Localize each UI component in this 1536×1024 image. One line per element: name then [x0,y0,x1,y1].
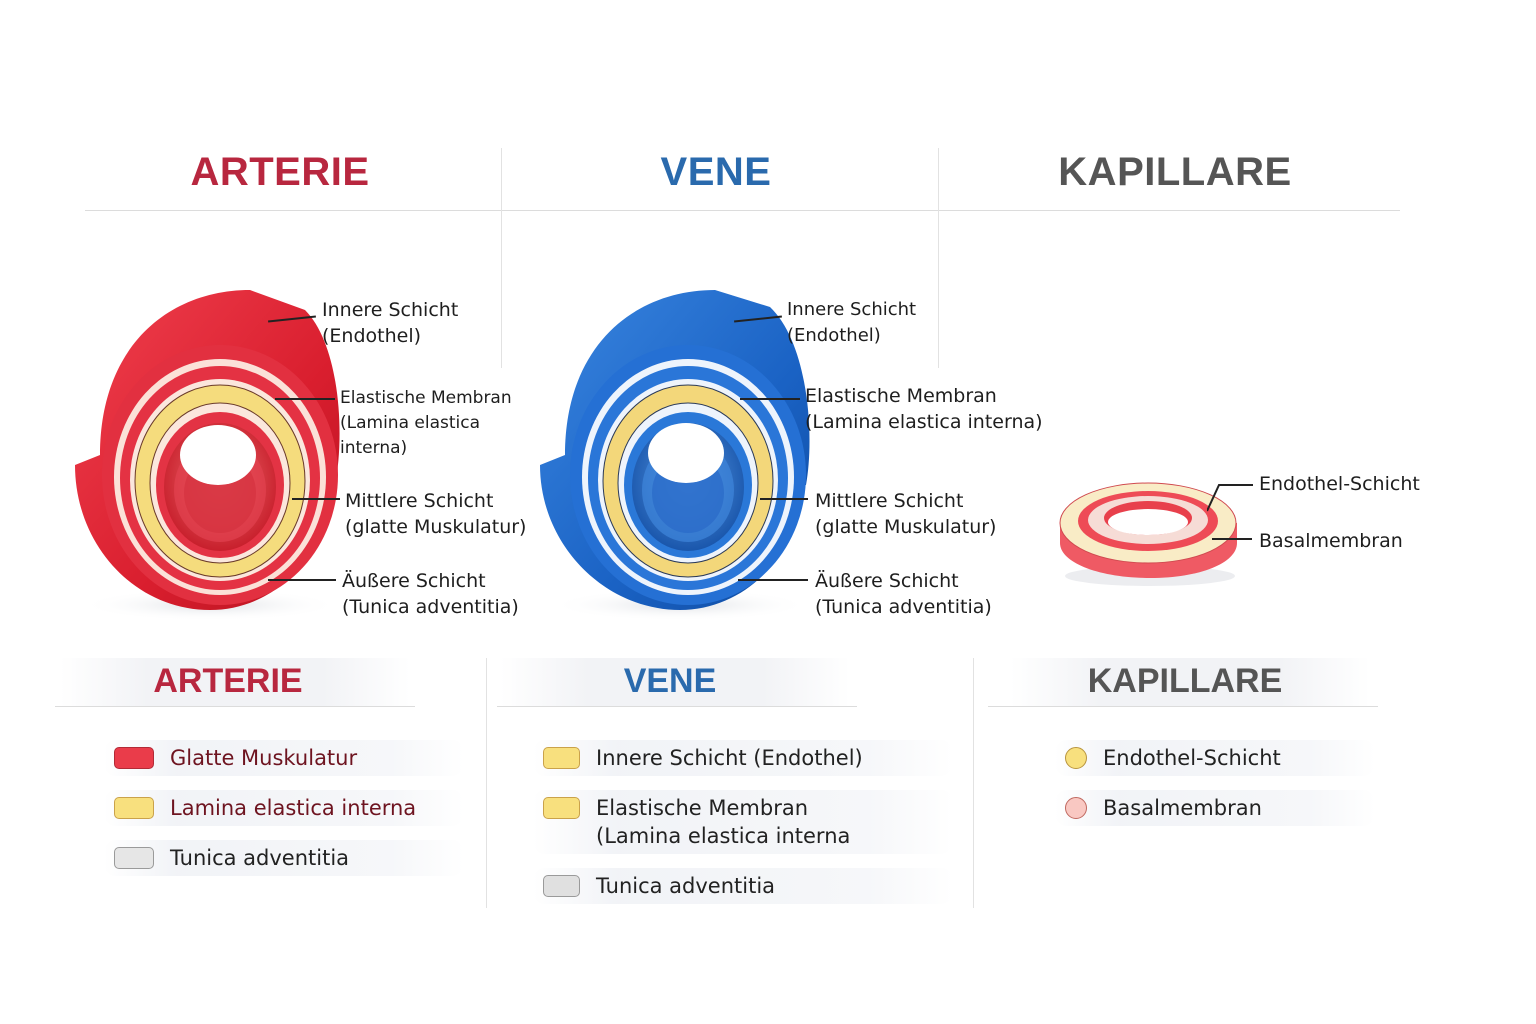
capillary-legend-title: KAPILLARE [1087,662,1283,700]
legend-item-lamina-elastica: Lamina elastica interna [104,790,464,826]
column-divider-1 [501,148,502,368]
capillary-legend-header-bg [1010,658,1370,706]
swatch-yellow [543,797,580,819]
vein-legend-rule [497,706,857,707]
artery-label-middle: Mittlere Schicht(glatte Muskulatur) [345,490,527,538]
legend-label: Tunica adventitia [596,874,776,898]
capillary-legend-list: Endothel-Schicht Basalmembran [1055,740,1375,826]
swatch-yellow [543,747,580,769]
vein-legend-header-bg [500,658,850,706]
legend-label: Endothel-Schicht [1103,746,1281,770]
legend-divider-1 [486,658,487,908]
capillary-legend-rule [988,706,1378,707]
legend-label: Elastische Membran (Lamina elastica inte… [596,796,851,848]
legend-item-elastische-membran: Elastische Membran (Lamina elastica inte… [533,790,953,854]
legend-label: Basalmembran [1103,796,1262,820]
capillary-leader-2 [1212,538,1252,540]
capillary-label-endothel: Endothel-Schicht [1259,473,1420,495]
vein-leader-4 [738,579,808,581]
dot-pink [1065,797,1087,819]
artery-heading: ARTERIE [190,150,370,194]
legend-item-glatte-muskulatur: Glatte Muskulatur [104,740,464,776]
column-divider-2 [938,148,939,368]
legend-item-endothel-schicht: Endothel-Schicht [1055,740,1375,776]
capillary-leader-1 [1206,483,1253,513]
legend-divider-2 [973,658,974,908]
vein-heading: VENE [660,150,772,194]
artery-leader-4 [268,579,336,581]
legend-item-innere-schicht: Innere Schicht (Endothel) [533,740,953,776]
swatch-gray [543,875,580,897]
capillary-label-basal: Basalmembran [1259,530,1403,552]
artery-illustration [60,285,360,625]
legend-label: Tunica adventitia [170,846,350,870]
swatch-gray [114,847,154,869]
vein-leader-2 [740,398,800,400]
artery-leader-3 [292,498,340,500]
vein-label-inner: Innere Schicht(Endothel) [787,299,917,346]
vein-label-middle: Mittlere Schicht(glatte Muskulatur) [815,490,997,538]
legend-label: Lamina elastica interna [170,796,417,820]
vein-label-outer: Äußere Schicht(Tunica adventitia) [815,570,992,618]
legend-item-tunica-adventitia: Tunica adventitia [533,868,953,904]
swatch-yellow [114,797,154,819]
artery-legend-list: Glatte Muskulatur Lamina elastica intern… [104,740,464,876]
artery-legend-title: ARTERIE [153,662,303,700]
vein-legend-title: VENE [623,662,717,700]
artery-legend-rule [55,706,415,707]
dot-yellow [1065,747,1087,769]
vein-illustration [530,285,830,625]
capillary-heading: KAPILLARE [1058,150,1292,194]
capillary-illustration [1055,478,1245,588]
artery-label-outer: Äußere Schicht(Tunica adventitia) [342,570,519,618]
vein-leader-3 [760,498,808,500]
header-divider [85,210,1400,211]
artery-leader-2 [275,398,335,400]
legend-item-tunica-adventitia: Tunica adventitia [104,840,464,876]
legend-label: Glatte Muskulatur [170,746,358,770]
artery-label-inner: Innere Schicht(Endothel) [322,299,459,347]
legend-label: Innere Schicht (Endothel) [596,746,863,770]
legend-item-basalmembran: Basalmembran [1055,790,1375,826]
vein-legend-list: Innere Schicht (Endothel) Elastische Mem… [533,740,953,904]
swatch-red [114,747,154,769]
vein-label-elastic: Elastische Membran(Lamina elastica inter… [805,385,1043,433]
artery-legend-header-bg [60,658,410,706]
